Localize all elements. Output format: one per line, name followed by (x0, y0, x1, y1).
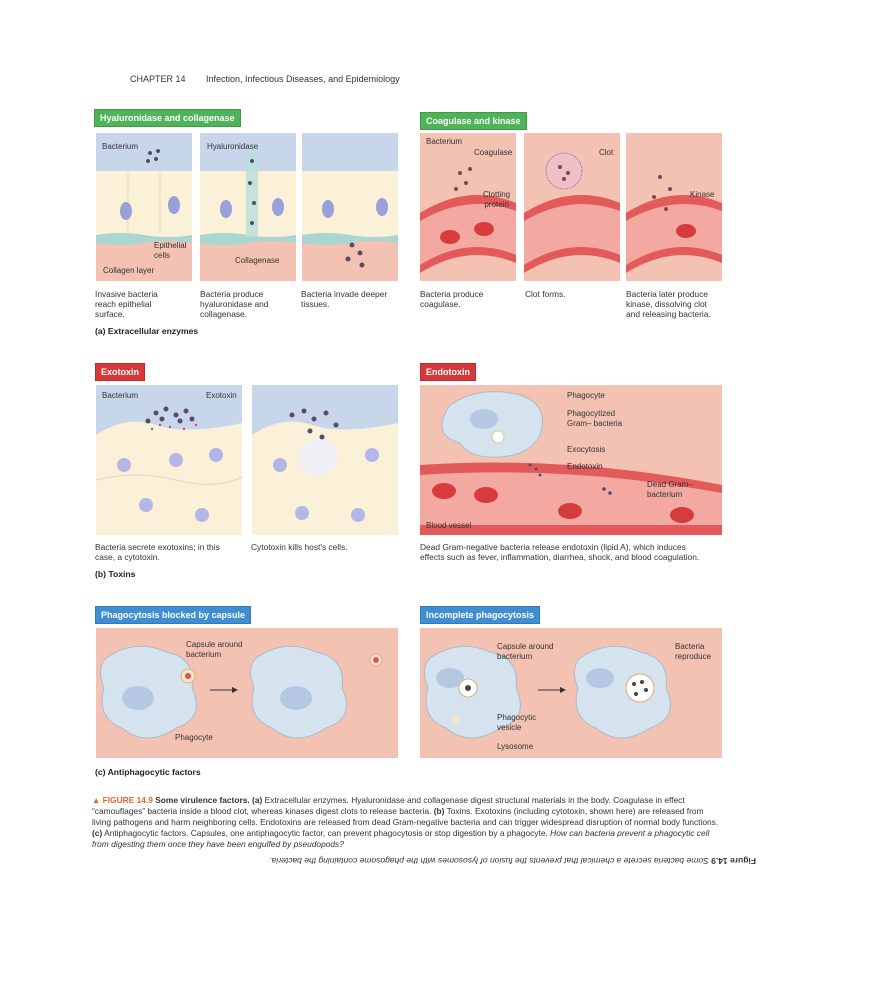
caption-hyal-3: Bacteria invade deeper tissues. (301, 289, 388, 309)
section-tag-incomplete-phagocytosis: Incomplete phagocytosis (420, 606, 541, 624)
label-clotting-protein: Clotting protein (483, 190, 511, 209)
chapter-title: Infection, Infectious Diseases, and Epid… (206, 74, 400, 84)
label-bacteria-reproduce: Bacteria reproduce (675, 642, 712, 661)
section-tag-endotoxin: Endotoxin (420, 363, 476, 381)
label-dead-bacterium: Dead Gram– bacterium (647, 480, 693, 499)
caption-endotoxin: Dead Gram-negative bacteria release endo… (420, 542, 700, 562)
figure-part-c-text: Antiphagocytic factors. Capsules, one an… (104, 828, 548, 838)
answer-text: Some bacteria secrete a chemical that pr… (269, 856, 709, 866)
figure-part-a: (a) (252, 795, 263, 805)
figure-question: How can bacteria prevent a phagocytic ce… (92, 828, 710, 849)
figure-part-a-text: Extracellular enzymes. Hyaluronidase and… (92, 795, 685, 816)
label-endotoxin: Endotoxin (567, 462, 603, 471)
label-capsule-incomplete: Capsule around bacterium (497, 642, 554, 661)
label-epithelial-cells: Epithelial cells (154, 241, 187, 260)
label-phagocytic-vesicle: Phagocytic vesicle (497, 713, 537, 732)
figure-number: ▲ FIGURE 14.9 (92, 795, 153, 805)
label-extracellular-enzymes: (a) Extracellular enzymes (95, 326, 199, 336)
label-kinase: Kinase (690, 190, 715, 199)
label-lysosome: Lysosome (497, 742, 534, 751)
label-phagocyte-endo: Phagocyte (567, 391, 605, 400)
label-antiphagocytic-factors: (c) Antiphagocytic factors (95, 767, 201, 777)
caption-coag-3: Bacteria later produce kinase, dissolvin… (626, 289, 711, 319)
label-bacterium-coag: Bacterium (426, 137, 463, 146)
label-collagenase: Collagenase (235, 256, 280, 265)
label-clot: Clot (599, 148, 614, 157)
section-tag-phagocytosis-blocked: Phagocytosis blocked by capsule (95, 606, 252, 624)
label-blood-vessel: Blood vessel (426, 521, 472, 530)
chapter-number: CHAPTER 14 (130, 74, 186, 84)
endotoxin-illustration (420, 385, 722, 535)
section-tag-hyaluronidase: Hyaluronidase and collagenase (94, 109, 241, 127)
exotoxin-illustration (96, 385, 398, 535)
label-coagulase: Coagulase (474, 148, 513, 157)
phagocytosis-blocked-illustration (96, 628, 398, 758)
figure-title: Some virulence factors. (155, 795, 250, 805)
caption-coag-2: Clot forms. (525, 289, 566, 299)
label-collagen-layer: Collagen layer (103, 266, 155, 275)
caption-hyal-1: Invasive bacteria reach epithelial surfa… (95, 289, 158, 319)
section-tag-exotoxin: Exotoxin (95, 363, 146, 381)
caption-coag-1: Bacteria produce coagulase. (420, 289, 484, 309)
label-capsule-phago: Capsule around bacterium (186, 640, 243, 659)
incomplete-phagocytosis-illustration (420, 628, 722, 758)
label-phagocyte-phago: Phagocyte (175, 733, 213, 742)
label-toxins: (b) Toxins (95, 569, 136, 579)
figure-part-b-text: Toxins. Exotoxins (including cytotoxin, … (92, 806, 719, 827)
label-bacterium-exo: Bacterium (102, 391, 139, 400)
figure-answer: Figure 14.9 Some bacteria secrete a chem… (269, 856, 756, 866)
label-hyaluronidase: Hyaluronidase (207, 142, 259, 151)
hyaluronidase-illustration (96, 133, 398, 281)
figure-part-b: (b) (433, 806, 445, 816)
section-tag-coagulase: Coagulase and kinase (420, 112, 527, 130)
coagulase-illustration (420, 133, 722, 281)
label-bacterium-hyal: Bacterium (102, 142, 139, 151)
figure-caption: ▲ FIGURE 14.9 Some virulence factors. (a… (92, 795, 720, 850)
label-exocytosis: Exocytosis (567, 445, 606, 454)
caption-exo-2: Cytotoxin kills host's cells. (251, 542, 348, 552)
label-phagocytized: Phagocytized Gram– bacteria (567, 409, 623, 428)
caption-exo-1: Bacteria secrete exotoxins; in this case… (95, 542, 220, 562)
caption-hyal-2: Bacteria produce hyaluronidase and colla… (200, 289, 269, 319)
figure-part-c: (c) (92, 828, 103, 838)
answer-label: Figure 14.9 (711, 856, 756, 866)
label-exotoxin: Exotoxin (206, 391, 237, 400)
